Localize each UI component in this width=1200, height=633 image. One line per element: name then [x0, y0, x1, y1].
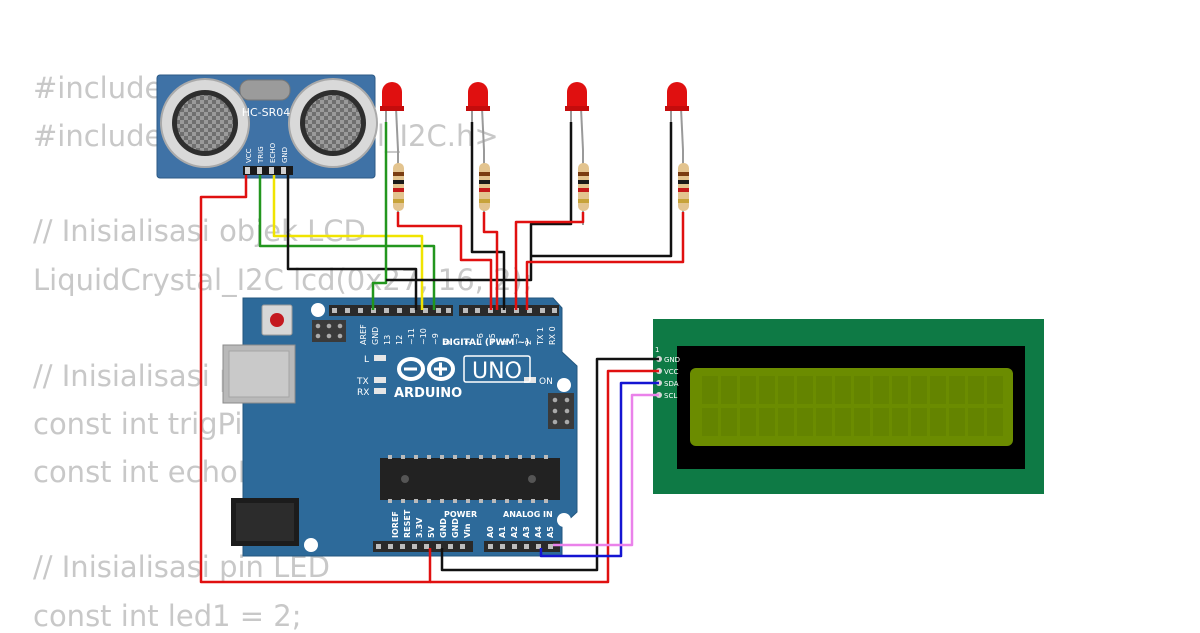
pin-label-a0: A0: [486, 526, 495, 538]
microcontroller-chip: [380, 455, 560, 503]
led-l-label: L: [364, 355, 369, 365]
led-rx-label: RX: [357, 388, 369, 398]
led-1: [380, 82, 404, 151]
lcd-pin-index: 1: [655, 346, 659, 354]
pin-label-4: 4: [500, 340, 509, 345]
reset-button[interactable]: [261, 304, 293, 336]
pin-label-gnd1: GND: [439, 518, 448, 538]
resistor: [678, 150, 689, 225]
wire-lcd-gnd: [440, 357, 659, 572]
wire-sensor-gnd: [286, 175, 418, 310]
ultrasonic-sensor: HC-SR04 VCC TRIG ECHO GND: [156, 74, 378, 179]
transducer-left: [160, 78, 250, 168]
led-3: [565, 82, 589, 151]
sensor-model-label: HC-SR04: [242, 106, 291, 119]
resistor: [479, 150, 490, 225]
icsp2-header: [548, 393, 574, 429]
pin-label-12: 12: [395, 335, 404, 345]
power-header-label: POWER: [444, 510, 477, 519]
transducer-right: [288, 78, 378, 168]
wires: [199, 122, 685, 584]
sensor-pin-gnd-label: GND: [281, 147, 289, 163]
wire-led4-ground: [531, 122, 673, 258]
icsp-header: [312, 320, 346, 342]
digital-header-label: DIGITAL (PWM ~): [442, 338, 529, 348]
power-jack: [231, 498, 299, 546]
led-4: [665, 82, 689, 151]
pin-label-a3: A3: [522, 526, 531, 538]
lcd-character-cells: [702, 376, 1003, 436]
wire-sensor-echo: [272, 175, 424, 310]
power-pin-header: [373, 541, 473, 552]
pin-label-aref: AREF: [359, 324, 368, 345]
sensor-pin-trig-label: TRIG: [257, 146, 265, 164]
wire-led4-signal: [525, 212, 685, 310]
pin-label-8: 8: [443, 340, 452, 345]
sensor-pin-header: [243, 166, 293, 175]
lcd-pin-vcc-label: VCC: [664, 368, 679, 376]
analog-pin-header: [484, 541, 560, 552]
wire-led2-signal: [482, 212, 499, 310]
pin-label-ioref: IOREF: [391, 511, 400, 538]
wire-led2-ground: [470, 122, 506, 310]
wire-led-ground-bus: [386, 122, 573, 282]
pin-label-a1: A1: [498, 526, 507, 538]
arduino-brand: ARDUINO: [394, 386, 462, 401]
pin-label-vin: Vin: [463, 523, 472, 538]
wire-led3-signal: [514, 212, 585, 310]
pin-label-a4: A4: [534, 526, 543, 538]
pin-label-gnd2: GND: [451, 518, 460, 538]
analog-header-label: ANALOG IN: [503, 510, 553, 519]
pin-label-a2: A2: [510, 526, 519, 538]
pin-label-rx0: RX 0: [548, 326, 557, 345]
code-line: // Inisialisasi pin LED: [33, 550, 330, 584]
mounting-hole: [557, 513, 571, 527]
sensor-pin-vcc-label: VCC: [245, 148, 253, 163]
pin-label-5v: 5V: [427, 525, 436, 538]
pin-label-10: ~10: [419, 328, 428, 345]
arduino-logo: ARDUINO UNO: [394, 355, 531, 401]
wire-led-ground: [371, 122, 388, 310]
code-line: // Inisialisasi objek LCD: [33, 214, 366, 248]
lcd-module: 1 GND VCC SDA SCL: [653, 319, 1044, 494]
wire-lcd-vcc: [430, 369, 659, 584]
pin-label-2: 2: [524, 340, 533, 345]
pin-label-7: 7: [464, 340, 473, 345]
pin-label-reset: RESET: [403, 509, 412, 538]
power-on-label: ON: [539, 377, 553, 387]
mounting-hole: [304, 538, 318, 552]
pin-label-tx1: TX 1: [536, 327, 545, 346]
led-tx-label: TX: [356, 377, 369, 387]
lcd-pin-sda-label: SDA: [664, 380, 679, 388]
mounting-hole: [311, 303, 325, 317]
pin-label-3: ~3: [512, 333, 521, 345]
pin-label-3v3: 3.3V: [415, 517, 424, 538]
pin-label-gnd: GND: [371, 327, 380, 345]
pin-label-a5: A5: [546, 526, 555, 538]
wire-sensor-vcc: [199, 175, 432, 584]
mounting-hole: [557, 378, 571, 392]
wire-sensor-trig: [258, 175, 436, 310]
arduino-model: UNO: [472, 359, 522, 384]
wire-led1-signal: [396, 212, 493, 310]
pin-label-6: ~6: [476, 333, 485, 345]
crystal-oscillator: [239, 79, 291, 101]
pin-label-11: ~11: [407, 328, 416, 345]
lcd-pin-scl-label: SCL: [664, 392, 677, 400]
digital-pin-header: [329, 305, 559, 316]
lcd-pin-gnd-label: GND: [664, 356, 680, 364]
led-2: [466, 82, 490, 151]
code-line: const int led1 = 2;: [33, 599, 302, 633]
wire-lcd-sda: [539, 381, 659, 558]
pin-label-5: ~5: [488, 333, 497, 345]
pin-label-13: 13: [383, 335, 392, 345]
wire-lcd-scl: [553, 393, 659, 547]
sensor-pin-echo-label: ECHO: [269, 142, 277, 163]
arduino-board: AREF GND 13 12 ~11 ~10 ~9 8 7 ~6 ~5 4 ~3…: [222, 297, 578, 557]
pin-label-9: ~9: [431, 333, 440, 345]
